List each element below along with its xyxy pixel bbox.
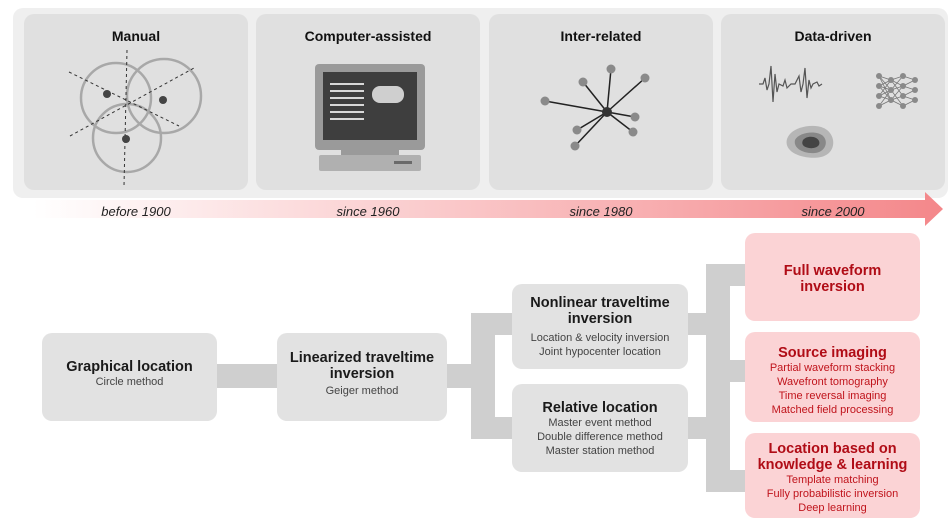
box-graphical-location: Graphical location Circle method <box>42 333 217 421</box>
box-sub: Matched field processing <box>771 404 894 416</box>
era-panel-datadriven: Data-driven <box>721 14 945 190</box>
box-knowledge-learning: Location based on knowledge & learning T… <box>745 433 920 518</box>
connector-graphical-linear <box>215 364 279 388</box>
waveform-icon <box>759 65 823 103</box>
box-sub: Joint hypocenter location <box>539 346 661 358</box>
connector-to-source-imaging <box>706 360 746 382</box>
box-title: Location based on knowledge & learning <box>757 441 908 473</box>
box-sub: Fully probabilistic inversion <box>766 488 899 500</box>
box-sub: Template matching <box>786 474 879 486</box>
computer-icon <box>315 64 425 171</box>
box-sub: Circle method <box>95 376 164 388</box>
box-source-imaging: Source imaging Partial waveform stacking… <box>745 332 920 422</box>
connector-to-nonlinear <box>471 313 515 335</box>
box-sub: Location & velocity inversion <box>530 332 670 344</box>
box-sub: Master event method <box>548 417 652 429</box>
probability-blob-icon <box>786 125 834 158</box>
box-sub: Wavefront tomography <box>777 376 888 388</box>
box-sub: Partial waveform stacking <box>769 362 896 374</box>
box-sub: Time reversal imaging <box>778 390 887 402</box>
network-icon <box>540 64 650 151</box>
era-title: Data-driven <box>794 28 872 44</box>
box-title: Graphical location <box>66 359 193 375</box>
box-sub: Double difference method <box>537 431 663 443</box>
timeline-arrow <box>33 192 943 226</box>
connector-to-knowledge <box>706 470 746 492</box>
era-date-datadriven: since 2000 <box>801 204 865 219</box>
era-title: Computer-assisted <box>304 28 432 44</box>
era-panel-interrelated: Inter-related <box>489 14 713 190</box>
connector-to-fwi <box>706 264 746 286</box>
era-date-computer: since 1960 <box>336 204 400 219</box>
era-date-manual: before 1900 <box>101 204 171 219</box>
connector-to-relative <box>471 417 515 439</box>
box-nonlinear-inversion: Nonlinear traveltime inversion Location … <box>512 284 688 369</box>
box-full-waveform-inversion: Full waveform inversion <box>745 233 920 321</box>
circle-method-icon <box>68 49 203 187</box>
box-title: Source imaging <box>778 345 887 361</box>
era-title: Inter-related <box>560 28 642 44</box>
box-title: Relative location <box>542 400 658 416</box>
box-linearized-inversion: Linearized traveltime inversion Geiger m… <box>277 333 447 421</box>
box-sub: Deep learning <box>798 502 867 514</box>
era-panel-computer: Computer-assisted <box>256 14 480 190</box>
box-sub: Master station method <box>545 445 655 457</box>
era-date-interrelated: since 1980 <box>569 204 633 219</box>
box-sub: Geiger method <box>325 385 399 397</box>
box-title: Full waveform inversion <box>783 263 882 295</box>
connector-nonlinear-right <box>686 313 710 335</box>
era-title: Manual <box>111 28 161 44</box>
neural-network-icon <box>876 73 918 109</box>
data-driven-icon <box>759 65 918 158</box>
box-title: Linearized traveltime inversion <box>289 350 435 382</box>
connector-relative-right <box>686 417 710 439</box>
era-panel-manual: Manual <box>24 14 248 190</box>
box-relative-location: Relative location Master event method Do… <box>512 384 688 472</box>
box-title: Nonlinear traveltime inversion <box>530 295 670 327</box>
